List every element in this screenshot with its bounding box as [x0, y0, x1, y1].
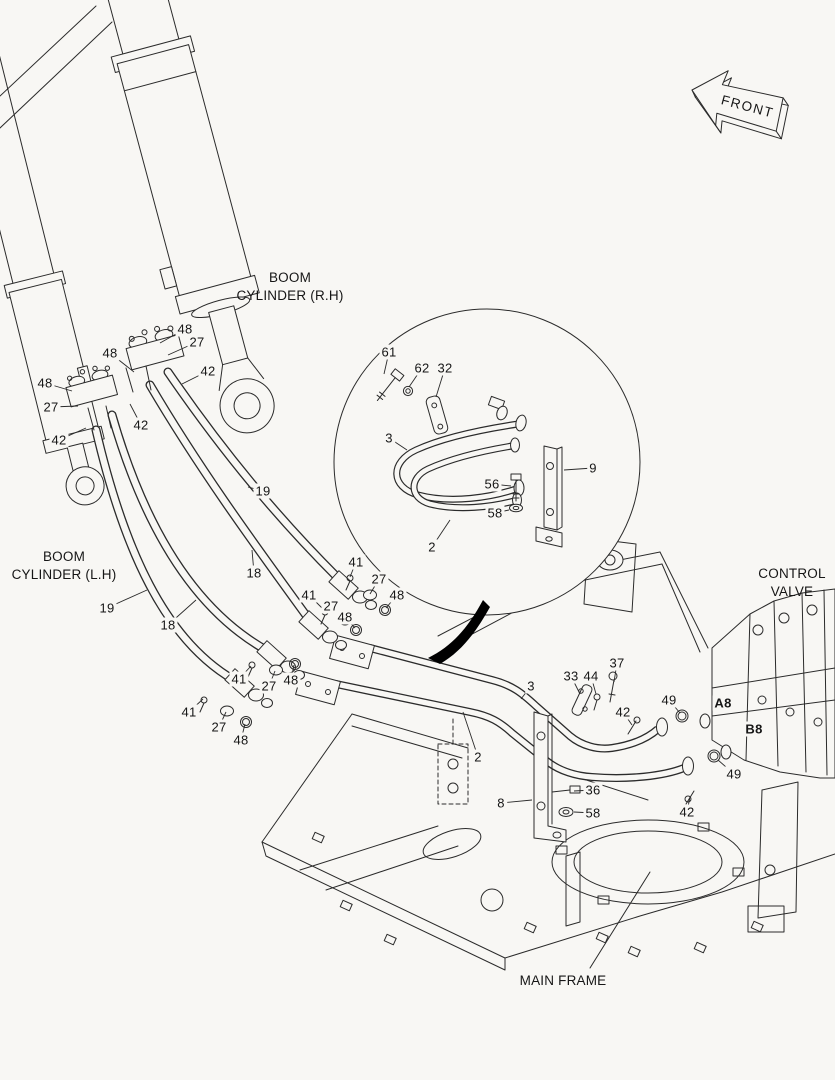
callout-B8: B8: [743, 721, 765, 737]
label-boom-cylinder-lh: BOOM CYLINDER (L.H): [11, 548, 117, 582]
control-valve-art: [700, 589, 835, 778]
callout-41: 41: [229, 671, 249, 687]
callout-61: 61: [379, 344, 399, 360]
callout-9: 9: [587, 460, 599, 476]
callout-36: 36: [583, 782, 603, 798]
callout-58: 58: [583, 805, 603, 821]
callout-27: 27: [369, 571, 389, 587]
callout-19: 19: [253, 483, 273, 499]
callout-41: 41: [299, 587, 319, 603]
front-arrow: FRONT: [683, 63, 795, 149]
hose-fittings-art: [200, 571, 391, 728]
callout-27: 27: [259, 678, 279, 694]
callout-32: 32: [435, 360, 455, 376]
callout-48: 48: [175, 321, 195, 337]
callout-42: 42: [677, 804, 697, 820]
callout-42: 42: [613, 704, 633, 720]
callout-37: 37: [607, 655, 627, 671]
callout-3: 3: [525, 678, 537, 694]
callout-27: 27: [41, 399, 61, 415]
callout-49: 49: [724, 766, 744, 782]
magnifier-swoosh: [428, 600, 490, 664]
callout-A8: A8: [712, 695, 734, 711]
pipe-assembly-art: [296, 635, 720, 842]
callout-2: 2: [472, 749, 484, 765]
callout-3: 3: [383, 430, 395, 446]
callout-44: 44: [581, 668, 601, 684]
callout-48: 48: [387, 587, 407, 603]
callout-8: 8: [495, 795, 507, 811]
callout-27: 27: [187, 334, 207, 350]
callout-19: 19: [97, 600, 117, 616]
main-frame-art: [262, 538, 835, 970]
callout-42: 42: [49, 432, 69, 448]
callout-48: 48: [100, 345, 120, 361]
callout-48: 48: [281, 672, 301, 688]
callout-48: 48: [335, 609, 355, 625]
callout-62: 62: [412, 360, 432, 376]
boom-cylinder-rh-art: [76, 0, 294, 445]
callout-18: 18: [158, 617, 178, 633]
label-boom-cylinder-rh: BOOM CYLINDER (R.H): [236, 269, 344, 303]
cylinder-lh-ports-art: [63, 362, 118, 406]
callout-48: 48: [231, 732, 251, 748]
hoses-art: [96, 372, 338, 680]
label-main-frame: MAIN FRAME: [519, 972, 607, 988]
callout-56: 56: [482, 476, 502, 492]
callout-41: 41: [179, 704, 199, 720]
callout-58: 58: [485, 505, 505, 521]
callout-49: 49: [659, 692, 679, 708]
callout-48: 48: [35, 375, 55, 391]
callout-18: 18: [244, 565, 264, 581]
callout-33: 33: [561, 668, 581, 684]
callout-41: 41: [346, 554, 366, 570]
callout-42: 42: [198, 363, 218, 379]
callout-2: 2: [426, 539, 438, 555]
callout-27: 27: [209, 719, 229, 735]
callout-42: 42: [131, 417, 151, 433]
label-control-valve: CONTROL VALVE: [758, 565, 826, 599]
